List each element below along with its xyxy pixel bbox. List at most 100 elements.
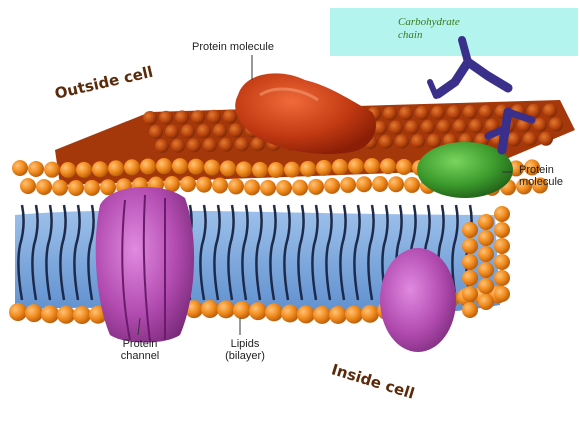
lipid-head xyxy=(447,105,461,119)
lipid-head xyxy=(478,214,494,230)
lipid-head xyxy=(340,177,356,193)
lipid-head xyxy=(28,161,44,177)
lipid-head xyxy=(405,120,419,134)
lipid-head xyxy=(494,254,510,270)
lipid-head xyxy=(60,162,76,178)
lipid-head xyxy=(52,180,68,196)
lipid-head xyxy=(213,124,227,138)
lipid-head xyxy=(233,301,251,319)
lipid-head xyxy=(229,124,243,138)
lipid-head xyxy=(57,306,75,324)
lipid-head xyxy=(507,132,521,146)
lipid-head xyxy=(187,138,201,152)
lipid-head xyxy=(223,110,237,124)
label-protein-channel: Protein channel xyxy=(110,338,170,362)
lipid-head xyxy=(92,161,108,177)
lipid-head xyxy=(462,302,478,318)
lipid-head xyxy=(478,246,494,262)
lipid-head xyxy=(297,305,315,323)
lipid-head xyxy=(228,178,244,194)
label-lipid-bilayer: Lipids (bilayer) xyxy=(215,338,275,362)
lipid-head xyxy=(235,138,249,152)
lipid-head xyxy=(196,177,212,193)
lipid-head xyxy=(175,110,189,124)
lipid-head xyxy=(156,158,172,174)
lipid-head xyxy=(143,111,157,125)
lipid-head xyxy=(462,286,478,302)
lipid-head xyxy=(73,306,91,324)
protein-channel xyxy=(96,187,194,343)
lipid-head xyxy=(523,132,537,146)
lipid-head xyxy=(324,178,340,194)
lipid-head xyxy=(212,177,228,193)
lipid-head xyxy=(549,118,563,132)
lipid-head xyxy=(268,162,284,178)
lipid-head xyxy=(494,238,510,254)
lipid-head xyxy=(260,180,276,196)
lipid-head xyxy=(140,158,156,174)
lipid-head xyxy=(41,305,59,323)
lipid-head xyxy=(249,302,267,320)
lipid-head xyxy=(388,176,404,192)
lipid-head xyxy=(9,303,27,321)
lipid-head xyxy=(462,222,478,238)
lipid-head xyxy=(383,107,397,121)
lipid-head xyxy=(404,177,420,193)
lipid-head xyxy=(172,158,188,174)
lipid-head xyxy=(411,134,425,148)
lipid-head xyxy=(494,206,510,222)
lipid-head xyxy=(300,161,316,177)
lipid-head xyxy=(84,180,100,196)
lipid-head xyxy=(252,162,268,178)
lipid-head xyxy=(217,300,235,318)
lipid-head xyxy=(197,124,211,138)
lipid-head xyxy=(348,158,364,174)
lipid-head xyxy=(284,162,300,178)
lipid-head xyxy=(68,180,84,196)
label-carbohydrate-chain: Carbohydrate chain xyxy=(398,16,460,42)
lipid-head xyxy=(453,119,467,133)
lipid-head xyxy=(469,119,483,133)
lipid-head xyxy=(203,138,217,152)
lipid-head xyxy=(236,161,252,177)
lipid-head xyxy=(415,106,429,120)
lipid-head xyxy=(244,179,260,195)
lipid-head xyxy=(463,105,477,119)
label-protein-molecule-right: Protein molecule xyxy=(519,164,563,188)
lipid-head xyxy=(20,178,36,194)
lipid-head xyxy=(220,160,236,176)
lipid-head xyxy=(478,262,494,278)
lipid-head xyxy=(281,304,299,322)
label-protein-molecule-top: Protein molecule xyxy=(192,41,274,53)
lipid-head xyxy=(380,158,396,174)
lipid-head xyxy=(431,106,445,120)
lipid-head xyxy=(437,120,451,134)
lipid-head xyxy=(389,121,403,135)
lipid-head xyxy=(364,158,380,174)
lipid-head xyxy=(462,254,478,270)
lipid-head xyxy=(427,134,441,148)
lipid-head xyxy=(292,180,308,196)
lipid-head xyxy=(361,305,379,323)
lipid-head xyxy=(479,105,493,119)
lipid-head xyxy=(462,238,478,254)
lipid-head xyxy=(539,132,553,146)
lipid-head xyxy=(188,159,204,175)
lipid-head xyxy=(76,162,92,178)
lipid-head xyxy=(149,125,163,139)
lipid-head xyxy=(478,294,494,310)
lipid-head xyxy=(124,159,140,175)
lipid-head xyxy=(421,120,435,134)
lipid-head xyxy=(379,135,393,149)
lipid-head xyxy=(332,159,348,175)
lipid-head xyxy=(276,180,292,196)
lipid-head xyxy=(25,304,43,322)
lipid-head xyxy=(108,160,124,176)
lipid-head xyxy=(44,162,60,178)
lipid-head xyxy=(478,278,494,294)
protein-channel-right xyxy=(380,248,456,352)
lipid-head xyxy=(329,306,347,324)
lipid-head xyxy=(219,138,233,152)
lipid-head xyxy=(462,270,478,286)
lipid-head xyxy=(165,125,179,139)
